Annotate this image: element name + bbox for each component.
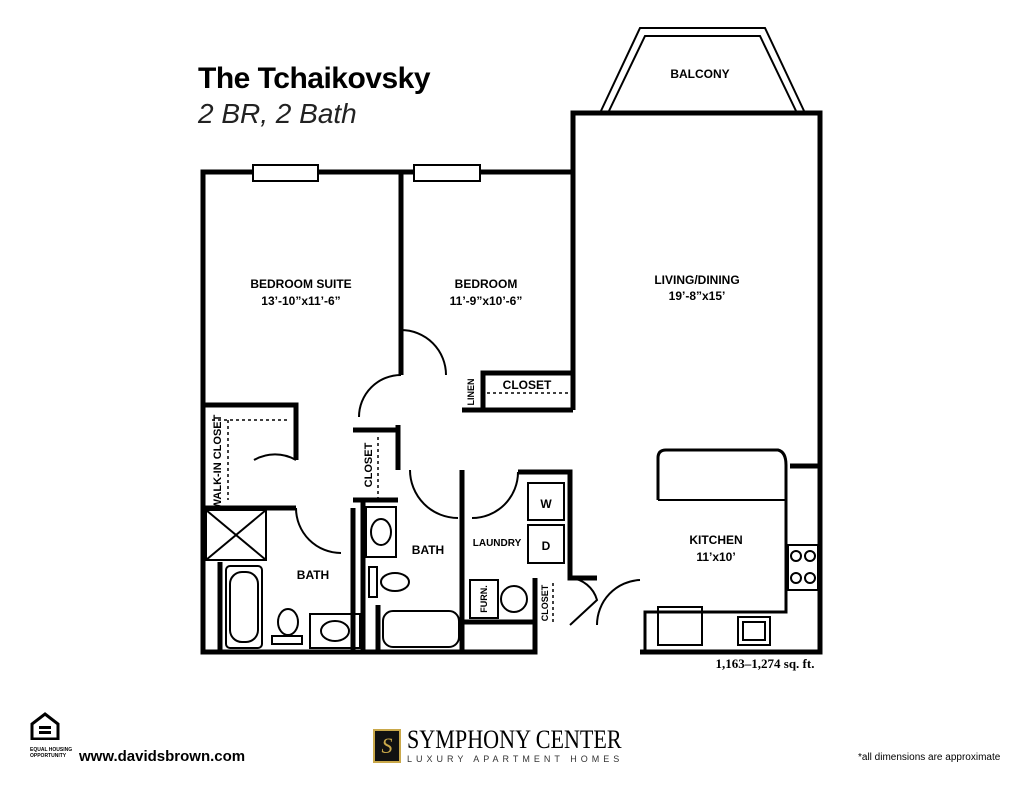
doors bbox=[253, 329, 641, 626]
brand-name: SYMPHONY CENTER bbox=[407, 725, 622, 754]
linen-label: LINEN bbox=[466, 379, 476, 406]
window bbox=[413, 164, 481, 182]
fixtures bbox=[205, 448, 819, 652]
dimensions-note: *all dimensions are approximate bbox=[858, 752, 1001, 763]
window bbox=[252, 164, 319, 182]
bedroom-suite-dims: 13’-10”x11’-6” bbox=[261, 294, 340, 308]
dryer-label: D bbox=[542, 539, 551, 553]
closet-hall-label: CLOSET bbox=[363, 442, 375, 487]
brand-logo: S SYMPHONY CENTER LUXURY APARTMENT HOMES bbox=[373, 725, 660, 764]
equal-housing-logo: EQUAL HOUSING OPPORTUNITY bbox=[30, 712, 76, 759]
plan-title: The Tchaikovsky bbox=[198, 62, 431, 95]
closet-entry-label: CLOSET bbox=[540, 584, 550, 621]
kitchen-dims: 11’x10’ bbox=[696, 550, 735, 564]
kitchen-label: KITCHEN bbox=[689, 533, 742, 547]
bedroom-dims: 11’-9”x10’-6” bbox=[450, 294, 523, 308]
laundry-label: LAUNDRY bbox=[473, 538, 522, 549]
living-label: LIVING/DINING bbox=[654, 273, 739, 287]
balcony-label: BALCONY bbox=[670, 67, 729, 81]
washer-label: W bbox=[540, 497, 552, 511]
square-footage: 1,163–1,274 sq. ft. bbox=[716, 656, 815, 671]
bath-label: BATH bbox=[412, 543, 444, 557]
furnace-label: FURN. bbox=[479, 585, 489, 613]
living-dims: 19’-8”x15’ bbox=[669, 289, 726, 303]
website-link[interactable]: www.davidsbrown.com bbox=[79, 748, 246, 765]
closet-bedroom-label: CLOSET bbox=[503, 378, 552, 392]
brand-tagline: LUXURY APARTMENT HOMES bbox=[407, 754, 624, 764]
brand-mark: S bbox=[373, 729, 401, 763]
plan-subtitle: 2 BR, 2 Bath bbox=[198, 98, 357, 129]
bath-suite-label: BATH bbox=[297, 568, 329, 582]
walls bbox=[200, 110, 823, 655]
house-icon bbox=[30, 712, 60, 741]
walkin-closet-label: WALK-IN CLOSET bbox=[212, 414, 224, 509]
eho-text: EQUAL HOUSING OPPORTUNITY bbox=[30, 747, 73, 759]
bedroom-suite-label: BEDROOM SUITE bbox=[250, 277, 351, 291]
bedroom-label: BEDROOM bbox=[455, 277, 518, 291]
